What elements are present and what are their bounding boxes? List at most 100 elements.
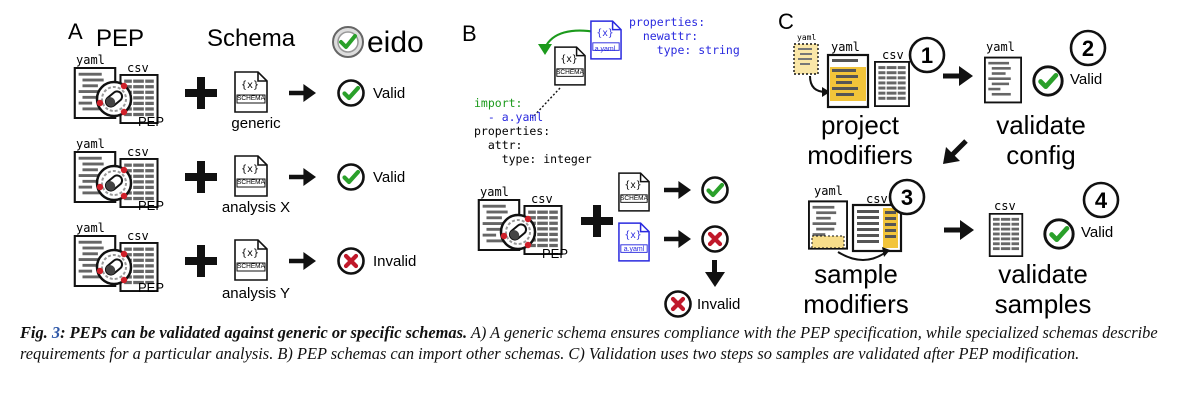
arrow-icon	[289, 84, 316, 102]
csv-doc-icon	[873, 61, 911, 107]
code-import-item: - a.yaml	[474, 110, 543, 124]
step-label-line1: sample	[814, 259, 898, 289]
step-label-line2: samples	[995, 289, 1092, 319]
step-label-line2: modifiers	[807, 140, 912, 170]
schema-doc-icon	[234, 239, 268, 281]
step-number-badge	[1082, 181, 1120, 219]
csv-doc-icon	[988, 213, 1024, 257]
arrow-icon	[289, 252, 316, 270]
step-3: yaml csv 3 sample modifiers	[803, 178, 926, 319]
panel-a-row-3: yaml csv PEP SCHEMA analysis Y Invalid	[73, 221, 416, 302]
plus-icon	[185, 245, 217, 277]
arrow-icon	[944, 220, 974, 240]
result-label: Valid	[373, 85, 405, 102]
check-icon	[1045, 220, 1073, 248]
import-arrowhead	[538, 44, 552, 55]
csv-label: csv	[882, 48, 904, 62]
caption-fig-number: 3	[51, 323, 61, 342]
pep-tag: PEP	[138, 114, 164, 129]
blue-schema-doc-icon	[618, 222, 650, 262]
yaml-doc-icon	[984, 56, 1022, 104]
check-icon	[339, 81, 364, 106]
check-icon	[703, 178, 728, 203]
csv-label: csv	[531, 192, 553, 206]
dotted-connector	[531, 87, 561, 119]
plus-icon	[185, 161, 217, 193]
step-number: 4	[1095, 188, 1108, 213]
panel-a: A PEP Schema eido yaml csv PEP SCHEMA ge…	[68, 19, 424, 302]
step-label-line2: modifiers	[803, 289, 908, 319]
result-label: Valid	[1070, 71, 1102, 88]
import-arrow	[543, 29, 597, 49]
step-4: csv Valid 4 validate samples	[988, 181, 1120, 319]
plus-icon	[185, 77, 217, 109]
schema-heading: Schema	[207, 25, 296, 52]
blue-schema-doc-label: a.yaml	[624, 246, 645, 253]
schema-name: analysis X	[222, 199, 290, 216]
code-line: attr:	[474, 138, 522, 152]
schema-doc-icon	[234, 155, 268, 197]
caption-fig-prefix: Fig.	[20, 323, 48, 342]
result-label: Invalid	[697, 296, 740, 313]
blue-schema-doc-icon	[590, 20, 622, 60]
blue-code-block: properties: newattr: type: string	[629, 15, 740, 57]
step-label-line1: project	[821, 110, 900, 140]
step-number-badge	[1069, 29, 1107, 67]
arrow-icon	[943, 66, 973, 86]
csv-label: csv	[127, 61, 149, 75]
step-number: 3	[901, 185, 913, 210]
step-number: 2	[1082, 36, 1094, 61]
base-schema-doc-icon	[554, 46, 586, 86]
arrow-icon	[664, 230, 691, 248]
pep-tag: PEP	[542, 246, 568, 261]
code-line: properties:	[474, 124, 550, 138]
step-2: yaml Valid 2 validate config	[984, 29, 1107, 170]
yaml-label: yaml	[480, 185, 509, 199]
step-number: 1	[921, 43, 933, 68]
arrow-icon	[289, 168, 316, 186]
down-arrow-icon	[705, 260, 725, 287]
code-line: properties:	[629, 15, 705, 29]
cross-icon	[703, 227, 728, 252]
schema-name: analysis Y	[222, 285, 290, 302]
panel-b: B a.yaml SCHEMA properties: newattr: typ…	[462, 15, 740, 317]
panel-a-row-2: yaml csv PEP SCHEMA analysis X Valid	[73, 137, 405, 216]
figure-caption: Fig. 3: PEPs can be validated against ge…	[20, 322, 1185, 364]
caption-body: A) A generic schema ensures compliance w…	[20, 323, 1158, 363]
yaml-small-label: yaml	[797, 33, 816, 42]
apply-arrow	[837, 251, 887, 261]
yaml-label: yaml	[814, 184, 843, 198]
step-label-line1: validate	[998, 259, 1088, 289]
eido-logo: eido	[332, 26, 424, 59]
result-label: Valid	[1081, 224, 1113, 241]
panel-b-letter: B	[462, 21, 477, 46]
yaml-label: yaml	[76, 221, 105, 235]
schema-doc-label: SCHEMA	[237, 263, 265, 270]
schema-doc-label: SCHEMA	[237, 95, 265, 102]
result-label: Valid	[373, 169, 405, 186]
pep-tag: PEP	[138, 198, 164, 213]
base-schema-doc-label: SCHEMA	[556, 69, 584, 76]
yaml-label: yaml	[76, 53, 105, 67]
schema-doc-icon	[234, 71, 268, 113]
step-label-line1: validate	[996, 110, 1086, 140]
check-icon	[1034, 67, 1062, 95]
code-line: type: string	[629, 43, 740, 57]
code-line: type: integer	[474, 152, 592, 166]
panel-a-row-1: yaml csv PEP SCHEMA generic Valid	[73, 53, 405, 132]
schema-name: generic	[231, 115, 281, 132]
code-line: newattr:	[629, 29, 698, 43]
eido-wordmark: eido	[367, 26, 424, 59]
caption-title: : PEPs can be validated against generic …	[60, 323, 468, 342]
pep-badge-icon	[95, 164, 133, 202]
csv-label: csv	[127, 229, 149, 243]
yaml-label: yaml	[76, 137, 105, 151]
cross-icon	[666, 292, 691, 317]
pep-badge-icon	[95, 248, 133, 286]
schema-doc-label: SCHEMA	[237, 179, 265, 186]
diagonal-arrow-icon	[943, 139, 968, 164]
schema-doc-label: SCHEMA	[620, 195, 648, 202]
cross-icon	[339, 249, 364, 274]
result-label: Invalid	[373, 253, 416, 270]
panel-c: C yaml yaml csv 1 project modifiers yaml	[778, 9, 1120, 319]
